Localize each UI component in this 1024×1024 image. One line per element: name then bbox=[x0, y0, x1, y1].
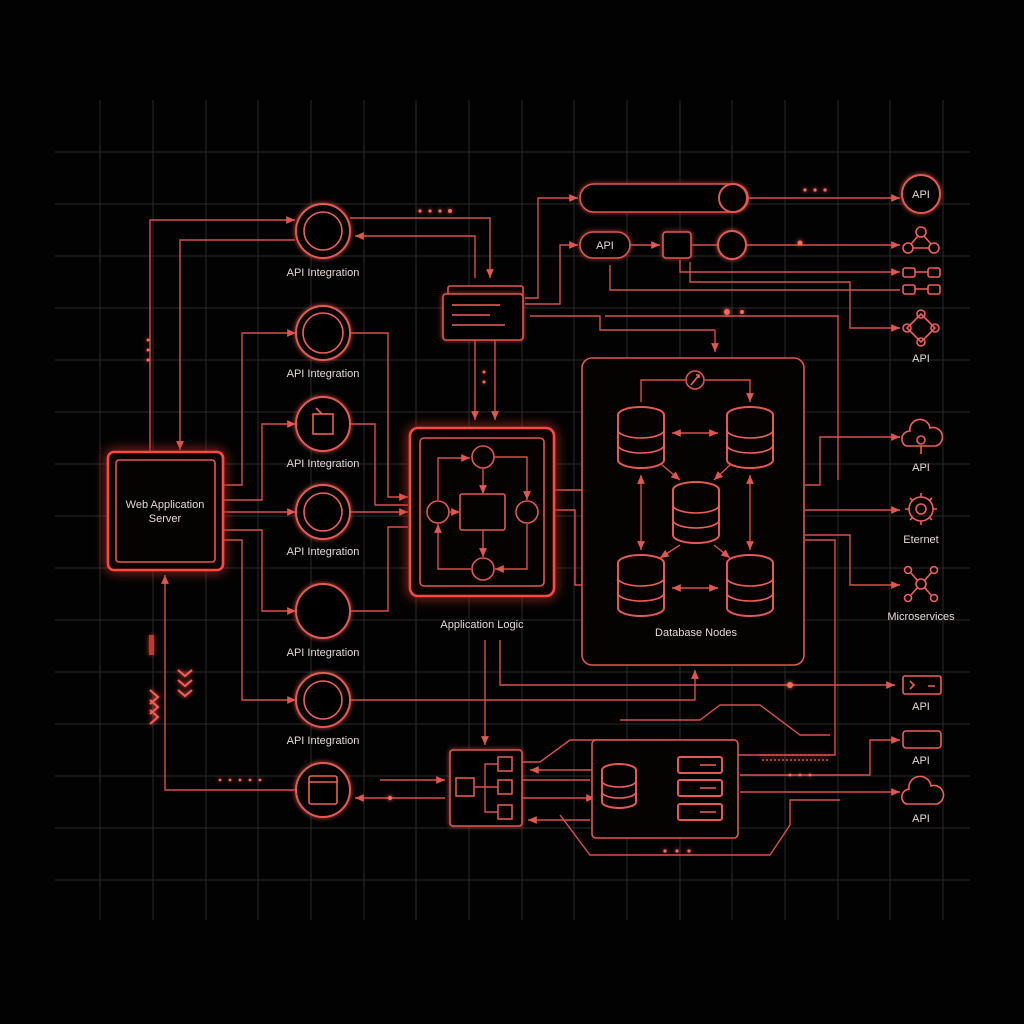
output-api-4[interactable]: API bbox=[902, 675, 942, 713]
database-icon bbox=[672, 481, 720, 544]
database-icon bbox=[617, 554, 665, 617]
cursor-window-icon bbox=[312, 407, 334, 435]
circle-icon bbox=[295, 583, 351, 639]
output-label-1: API bbox=[912, 189, 930, 201]
integration-node-3[interactable]: API Integration bbox=[287, 396, 360, 470]
browser-window-icon bbox=[308, 775, 338, 805]
application-logic[interactable]: Application Logic bbox=[408, 426, 556, 631]
output-ethernet[interactable]: Eternet bbox=[903, 493, 939, 546]
signal-dots bbox=[146, 188, 830, 853]
web-application-server[interactable]: Web Application Server bbox=[106, 450, 225, 572]
integration-node-4[interactable]: API Integration bbox=[287, 484, 360, 558]
db-cluster-label: Database Nodes bbox=[655, 627, 737, 639]
server-label-line1: Web Application bbox=[126, 499, 205, 511]
database-cluster[interactable]: Database Nodes bbox=[581, 357, 805, 666]
terminal-box-icon bbox=[902, 675, 942, 695]
database-icon bbox=[617, 406, 665, 469]
output-api-3[interactable]: API bbox=[901, 418, 944, 474]
server-rack[interactable] bbox=[591, 739, 739, 839]
integration-label-6: API Integration bbox=[287, 735, 360, 747]
hub-icon bbox=[903, 565, 939, 603]
api-circle-icon bbox=[901, 174, 941, 214]
output-label-6: Eternet bbox=[903, 534, 938, 546]
output-api-5[interactable]: API bbox=[902, 730, 942, 767]
integration-label-5: API Integration bbox=[287, 647, 360, 659]
ring-icon bbox=[303, 211, 343, 251]
connectors-right bbox=[522, 194, 900, 856]
cloud-icon bbox=[901, 775, 945, 805]
integration-label-4: API Integration bbox=[287, 546, 360, 558]
terminal-lines-icon bbox=[452, 304, 505, 326]
output-toggles[interactable] bbox=[902, 267, 941, 295]
integration-node-2[interactable]: API Integration bbox=[287, 305, 360, 380]
browser-node[interactable] bbox=[295, 762, 351, 818]
integration-label-1: API Integration bbox=[287, 267, 360, 279]
ring-icon bbox=[302, 312, 344, 354]
processor-chip[interactable] bbox=[662, 231, 692, 259]
wrench-icon bbox=[690, 374, 700, 386]
output-label-5: API bbox=[912, 462, 930, 474]
integration-node-1[interactable]: API Integration bbox=[287, 203, 360, 279]
database-icon bbox=[726, 406, 774, 469]
diamond-network-icon bbox=[902, 309, 940, 347]
gear-icon bbox=[905, 493, 937, 525]
pipeline-bar[interactable] bbox=[579, 183, 749, 213]
api-pill-label: API bbox=[596, 240, 614, 252]
cloud-gear-icon bbox=[901, 418, 944, 454]
database-icon bbox=[726, 554, 774, 617]
ring-icon bbox=[303, 680, 343, 720]
terminal-stack[interactable] bbox=[442, 285, 524, 341]
output-api-6[interactable]: API bbox=[901, 775, 945, 825]
server-label-line2: Server bbox=[149, 513, 182, 525]
output-label-10: API bbox=[912, 813, 930, 825]
output-label-4: API bbox=[912, 353, 930, 365]
integration-node-5[interactable]: API Integration bbox=[287, 583, 360, 659]
relay-node[interactable] bbox=[717, 230, 747, 260]
output-label-7: Microservices bbox=[887, 611, 955, 623]
integration-label-3: API Integration bbox=[287, 458, 360, 470]
api-pill[interactable]: API bbox=[579, 231, 631, 259]
output-microservices[interactable]: Microservices bbox=[887, 565, 955, 624]
toggle-blocks-icon bbox=[902, 267, 941, 295]
connectors-left bbox=[149, 216, 895, 802]
network-nodes-icon bbox=[902, 226, 940, 254]
rounded-box-icon bbox=[902, 730, 942, 749]
integration-label-2: API Integration bbox=[287, 368, 360, 380]
router-switch[interactable] bbox=[449, 749, 523, 827]
ring-icon bbox=[303, 492, 343, 532]
output-label-9: API bbox=[912, 755, 930, 767]
output-api-2[interactable]: API bbox=[902, 309, 940, 365]
output-api-1[interactable]: API bbox=[901, 174, 941, 214]
app-logic-label: Application Logic bbox=[440, 619, 524, 631]
output-network[interactable] bbox=[902, 226, 940, 254]
integration-node-6[interactable]: API Integration bbox=[287, 672, 360, 747]
output-label-8: API bbox=[912, 701, 930, 713]
